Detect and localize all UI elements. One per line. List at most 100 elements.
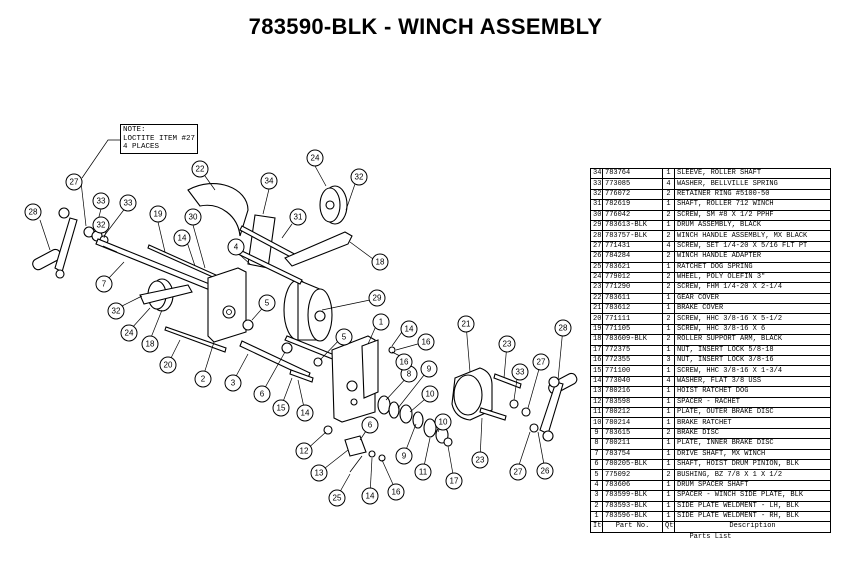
cell-item: 33 [590, 178, 603, 190]
cell-part-no: 783754 [602, 448, 663, 460]
callout: 4 [227, 238, 245, 256]
cell-description: BRAKE COVER [674, 303, 831, 315]
callout: 2 [194, 370, 212, 388]
callout: 17 [445, 472, 463, 490]
svg-text:30: 30 [189, 213, 198, 222]
callout: 24 [120, 324, 138, 342]
cell-description: SIDE PLATE WELDMENT - LH, BLK [674, 500, 831, 512]
cell-qty: 1 [662, 417, 675, 429]
ratchet-spring [349, 455, 363, 473]
callout: 33 [92, 192, 110, 210]
cell-description: BUSHING, BZ 7/8 X 1 X 1/2 [674, 469, 831, 481]
svg-text:29: 29 [373, 294, 382, 303]
cell-item: 7 [590, 448, 603, 460]
cell-item: 19 [590, 323, 603, 336]
cell-description: BRAKE RATCHET [674, 417, 831, 429]
cell-part-no: 776042 [602, 209, 663, 221]
side-plate-spacer [239, 340, 311, 379]
cell-qty: 2 [662, 271, 675, 284]
svg-text:32: 32 [355, 173, 364, 182]
cell-item: 34 [590, 167, 603, 180]
cell-description: SCREW, HHC 3/8-16 X 5-1/2 [674, 313, 831, 325]
svg-text:24: 24 [311, 154, 320, 163]
cell-description: SPACER - WINCH SIDE PLATE, BLK [674, 490, 831, 502]
cell-qty: 1 [662, 199, 675, 211]
cell-item: 5 [590, 469, 603, 481]
cell-qty: 2 [662, 313, 675, 325]
ratchet-dog [344, 435, 367, 457]
cell-part-no: 783609-BLK [602, 334, 663, 346]
callout: 1 [372, 313, 390, 331]
cell-qty: 1 [662, 292, 675, 305]
svg-text:24: 24 [125, 329, 134, 338]
callout: 30 [184, 208, 202, 226]
svg-text:1: 1 [379, 318, 384, 327]
svg-text:32: 32 [112, 307, 121, 316]
svg-text:2: 2 [201, 375, 206, 384]
bolt-15 [289, 369, 314, 383]
cell-qty: 1 [662, 406, 675, 419]
svg-text:6: 6 [260, 390, 265, 399]
brake-cover [451, 367, 493, 421]
cell-qty: 2 [662, 334, 675, 346]
callout: 22 [191, 160, 209, 178]
screw-20 [164, 326, 227, 353]
svg-text:16: 16 [422, 338, 431, 347]
callout: 20 [159, 356, 177, 374]
cell-part-no: 783612 [602, 303, 663, 315]
svg-text:28: 28 [29, 208, 38, 217]
cell-item: 20 [590, 313, 603, 325]
svg-text:23: 23 [476, 456, 485, 465]
cell-qty: 1 [662, 219, 675, 232]
callout: 33 [119, 194, 137, 212]
page-title: 783590-BLK - WINCH ASSEMBLY [248, 14, 603, 39]
callout: 27 [65, 173, 83, 191]
cell-description: SCREW, SET 1/4-20 X 5/16 FLT PT [674, 240, 831, 253]
cell-item: 10 [590, 417, 603, 429]
winch-handle-right [539, 372, 578, 442]
callout: 10 [421, 385, 439, 403]
table-header-row: ItemPart No.QtyDescription [590, 521, 831, 533]
cell-part-no: 783757-BLK [602, 230, 663, 242]
cell-description: DRUM SPACER SHAFT [674, 479, 831, 492]
callout: 9 [395, 447, 413, 465]
cell-qty: 1 [662, 261, 675, 273]
callout: 14 [400, 320, 418, 338]
svg-text:14: 14 [405, 325, 414, 334]
callout: 14 [361, 487, 379, 505]
cell-qty: 1 [662, 323, 675, 336]
svg-text:18: 18 [146, 340, 155, 349]
callout-group: 27 33 33 32 28 19 30 14 22 34 31 24 32 1… [24, 149, 572, 507]
callout: 7 [95, 275, 113, 293]
cell-description: SCREW, SM #8 X 1/2 PPHF [674, 209, 831, 221]
cell-description: NUT, INSERT LOCK 5/8-18 [674, 344, 831, 357]
callout: 18 [141, 335, 159, 353]
cell-description: RATCHET DOG SPRING [674, 261, 831, 273]
cell-part-no: 783615 [602, 427, 663, 440]
callout: 19 [149, 205, 167, 223]
column-header: Item [590, 521, 603, 533]
svg-text:34: 34 [265, 177, 274, 186]
handle-adapter [529, 423, 539, 433]
svg-text:23: 23 [503, 340, 512, 349]
cell-part-no: 783599-BLK [602, 490, 663, 502]
callout: 10 [434, 413, 452, 431]
cell-part-no: 771431 [602, 240, 663, 253]
cell-qty: 2 [662, 282, 675, 294]
svg-text:17: 17 [450, 477, 459, 486]
cell-description: BRAKE DISC [674, 427, 831, 440]
cell-part-no: 776072 [602, 188, 663, 201]
cell-item: 21 [590, 303, 603, 315]
cell-part-no: 773085 [602, 178, 663, 190]
